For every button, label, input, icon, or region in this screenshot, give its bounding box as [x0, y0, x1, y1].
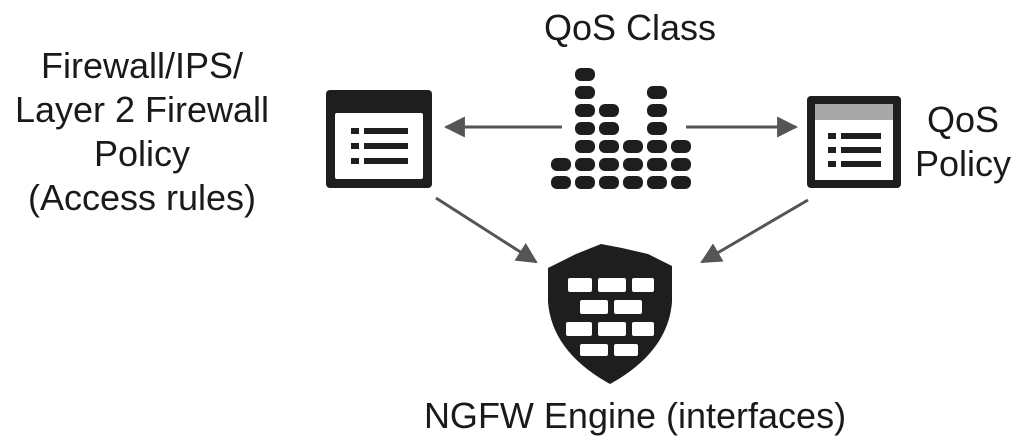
qos-policy-document-icon — [807, 96, 901, 188]
firewall-policy-label-line: (Access rules) — [27, 177, 257, 218]
policy-document-icon — [326, 90, 432, 188]
qos-policy-label-line: QoS — [926, 99, 1000, 140]
qos-policy-label-line: Policy — [914, 143, 1012, 184]
firewall-policy-label-line: Layer 2 Firewall — [14, 89, 270, 130]
arrow-firewall-policy-to-engine — [435, 196, 538, 264]
qos-class-label: QoS Class — [543, 7, 717, 48]
engine-label: NGFW Engine (interfaces) — [423, 395, 847, 436]
firewall-shield-icon — [548, 244, 672, 384]
qos-policy-label: QoS Policy — [908, 98, 1018, 186]
firewall-policy-label: Firewall/IPS/ Layer 2 Firewall Policy (A… — [0, 44, 284, 220]
firewall-policy-label-line: Firewall/IPS/ — [40, 45, 244, 86]
qos-class-bars-icon — [551, 68, 691, 189]
firewall-policy-label-line: Policy — [93, 133, 191, 174]
arrow-qos-policy-to-engine — [700, 198, 809, 264]
